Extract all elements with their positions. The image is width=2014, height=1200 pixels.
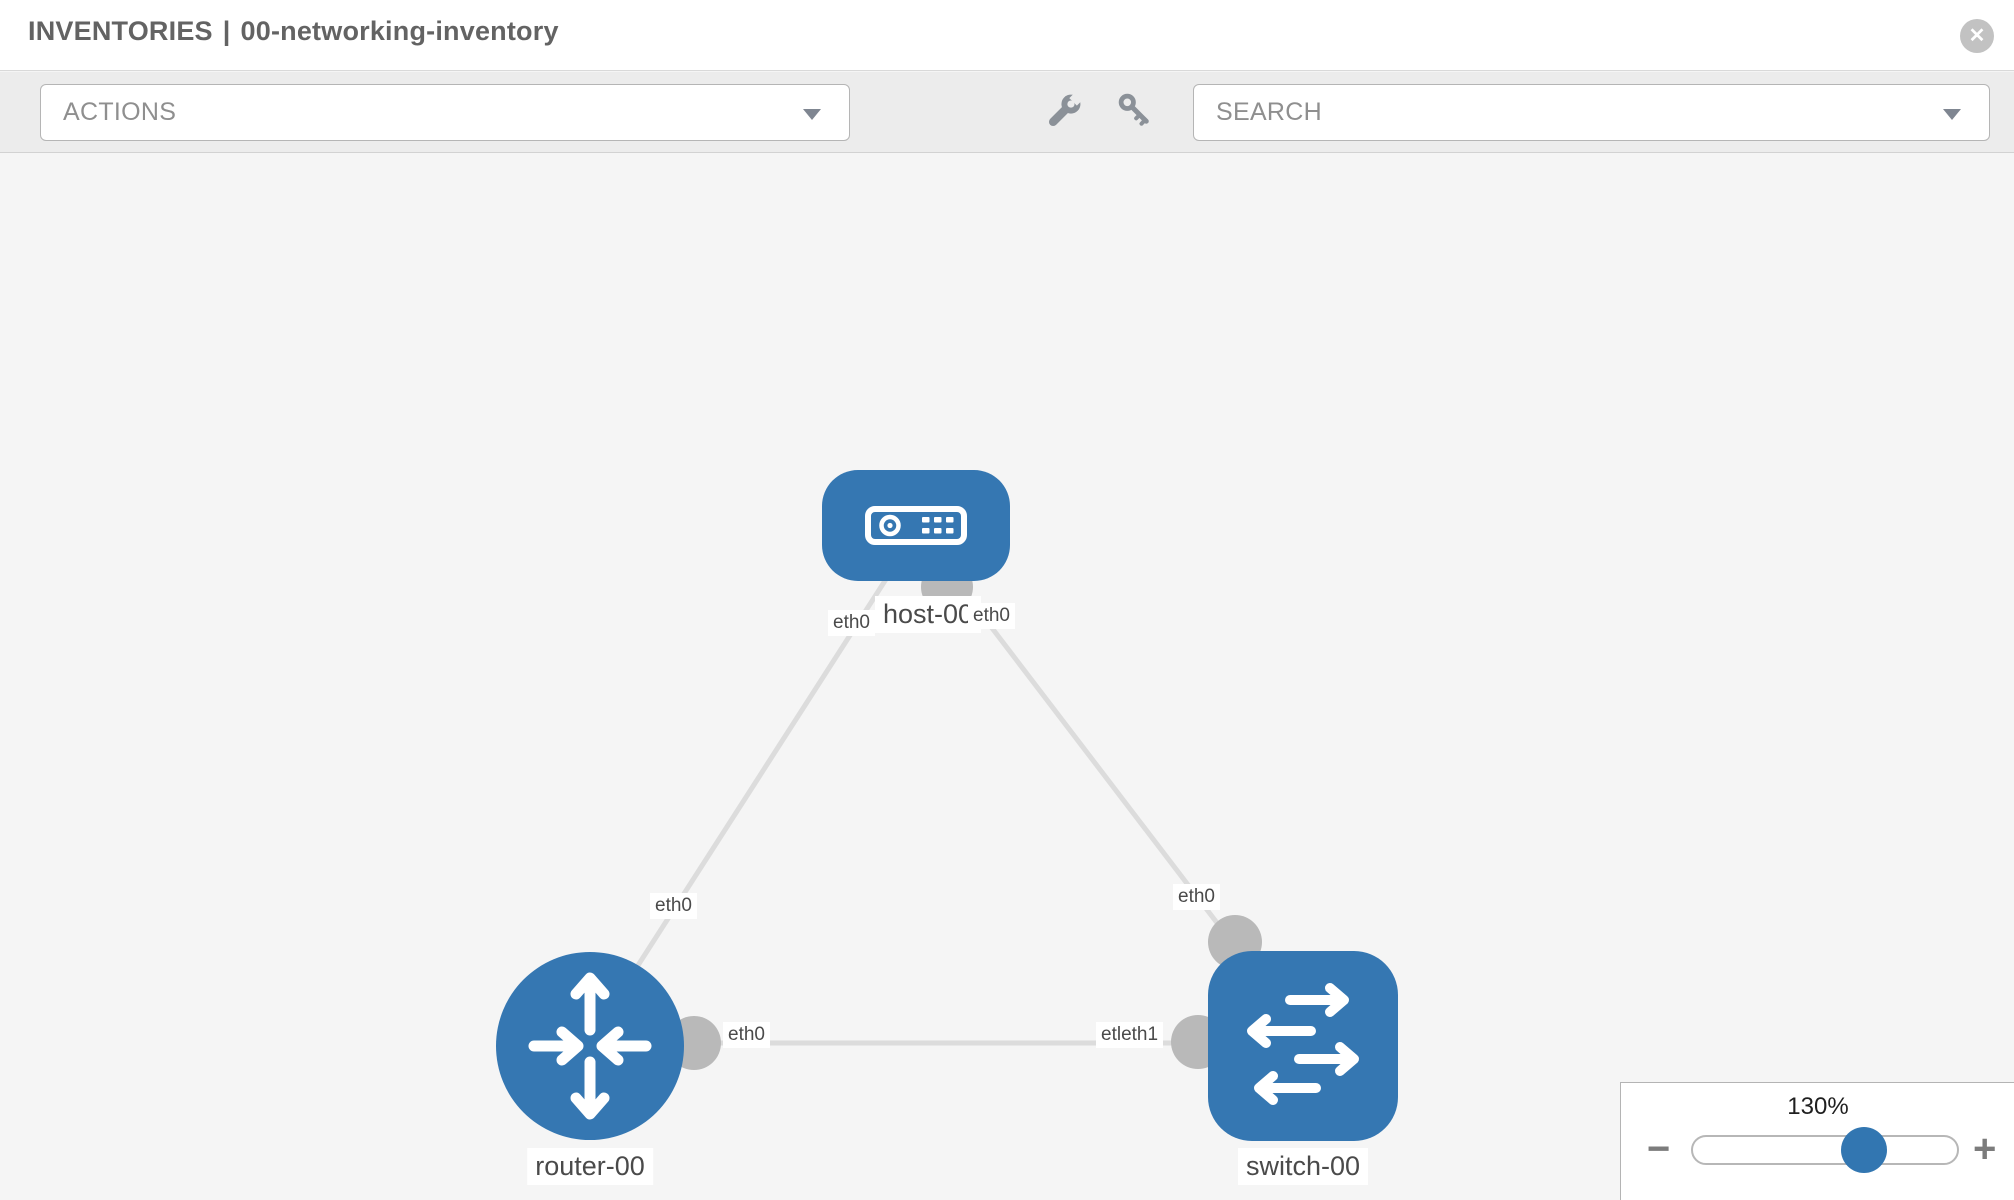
zoom-out-button[interactable]: − (1647, 1119, 1670, 1179)
chevron-down-icon (1943, 109, 1961, 120)
page-title: INVENTORIES | 00-networking-inventory (28, 16, 559, 47)
topology-links-layer (614, 561, 1262, 1070)
node-label-router: router-00 (527, 1148, 653, 1185)
header-bar: INVENTORIES | 00-networking-inventory ✕ (0, 0, 2014, 71)
port-label-host-to-switch: eth0 (968, 603, 1015, 629)
chevron-down-icon (803, 109, 821, 120)
port-label-switch-to-router: etleth1 (1096, 1022, 1164, 1048)
switch-arrows-icon (1247, 983, 1359, 1105)
zoom-slider-thumb[interactable] (1841, 1127, 1887, 1173)
zoom-in-button[interactable]: + (1973, 1119, 1996, 1179)
port-label-host-to-router: eth0 (828, 610, 875, 636)
breadcrumb-name: 00-networking-inventory (240, 16, 559, 46)
node-router-00[interactable] (496, 952, 684, 1140)
search-dropdown-label: SEARCH (1216, 98, 1322, 126)
breadcrumb-section: INVENTORIES (28, 16, 213, 46)
port-label-router-to-switch: eth0 (723, 1022, 770, 1048)
node-label-switch: switch-00 (1237, 1148, 1369, 1185)
zoom-level-label: 130% (1787, 1093, 1849, 1120)
actions-dropdown[interactable]: ACTIONS (40, 84, 850, 141)
close-button[interactable]: ✕ (1960, 19, 1994, 53)
port-label-router-to-host: eth0 (650, 893, 697, 919)
key-icon (1118, 93, 1149, 126)
port-label-switch-to-host: eth0 (1173, 884, 1220, 910)
toolbar: ACTIONS SEARCH (0, 72, 2014, 153)
wrench-icon (1048, 91, 1084, 127)
link-host-router (614, 571, 893, 1000)
zoom-control-panel: 130% − + (1620, 1082, 2014, 1200)
topology-canvas[interactable]: host-00 router-00 switch-00 eth0 eth0 et… (0, 153, 2014, 1200)
node-switch-00[interactable] (1208, 951, 1398, 1141)
minus-icon: − (1647, 1127, 1671, 1171)
zoom-slider-track[interactable] (1691, 1127, 1959, 1173)
configure-button[interactable] (1043, 88, 1087, 132)
router-arrows-icon (528, 972, 652, 1120)
node-label-host: host-00 (874, 596, 982, 633)
search-dropdown[interactable]: SEARCH (1193, 84, 1990, 141)
close-icon: ✕ (1968, 25, 1986, 47)
actions-dropdown-label: ACTIONS (63, 98, 177, 126)
breadcrumb-separator: | (222, 16, 231, 46)
node-host-00[interactable] (822, 470, 1010, 581)
server-icon (865, 506, 967, 545)
plus-icon: + (1973, 1127, 1997, 1171)
credentials-button[interactable] (1113, 88, 1157, 132)
